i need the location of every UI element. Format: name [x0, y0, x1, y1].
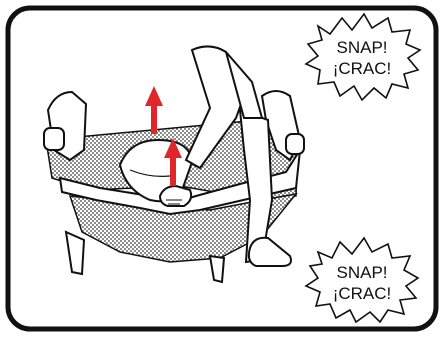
snap-text: SNAP! [336, 38, 387, 57]
snap-text: SNAP! [336, 263, 387, 282]
crac-text: ¡CRAC! [333, 59, 392, 78]
person-hand [160, 186, 191, 206]
crac-text: ¡CRAC! [333, 284, 392, 303]
